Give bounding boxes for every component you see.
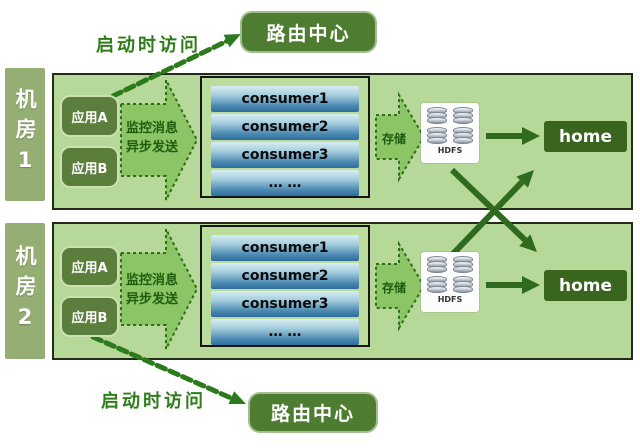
startup-arrow-bottom-head	[228, 391, 246, 404]
consumer-item: consumer3	[211, 142, 359, 168]
monitor-block-arrow-1	[120, 79, 199, 201]
routing-center-top: 路由中心	[240, 11, 377, 53]
startup-arrow-top-head	[223, 34, 241, 48]
room-1-label: 机房1	[5, 68, 45, 201]
room1-hdfs-label: HDFS	[437, 146, 463, 155]
routing-center-bottom: 路由中心	[248, 392, 378, 433]
room2-consumer-list: consumer1 consumer2 consumer3 … …	[200, 225, 370, 347]
consumer-item: consumer1	[211, 86, 359, 112]
cross-arrow-down-head	[519, 234, 537, 252]
storage-block-arrow-1	[375, 91, 426, 183]
cross-arrow-up	[447, 179, 525, 260]
consumer-item: consumer3	[211, 291, 359, 317]
room2-monitor-line1: 监控消息	[125, 273, 178, 288]
consumer-item: … …	[211, 170, 359, 196]
consumer-item: consumer2	[211, 114, 359, 140]
room2-monitor-line2: 异步发送	[125, 292, 178, 307]
consumer-item: consumer1	[211, 235, 359, 261]
startup-arrow-top	[110, 38, 230, 99]
consumer-item: consumer2	[211, 263, 359, 289]
storage-block-arrow-2	[375, 240, 426, 332]
room-2-label: 机房2	[5, 223, 45, 359]
cross-arrow-down	[449, 167, 528, 243]
room1-hdfs-box: HDFS	[421, 103, 479, 163]
room1-monitor-line1: 监控消息	[125, 121, 178, 136]
room2-storage-arrow-label: 存储	[381, 281, 406, 295]
room1-app-a-box: 应用A	[60, 95, 119, 137]
consumer-item: … …	[211, 319, 359, 345]
hdfs-to-home-arrow-2-head	[522, 276, 540, 294]
monitor-block-arrow-2	[120, 228, 199, 350]
room2-monitor-arrow-label: 监控消息 异步发送	[112, 271, 192, 309]
cross-arrow-up-head	[516, 170, 534, 188]
room1-storage-arrow-label: 存储	[381, 132, 406, 146]
startup-access-label-top: 启动时访问	[96, 35, 201, 56]
database-cylinders-icon	[427, 256, 473, 293]
room2-app-a-box: 应用A	[60, 246, 119, 287]
room2-app-b-box: 应用B	[60, 296, 119, 337]
startup-arrow-bottom	[90, 334, 234, 401]
room2-home-box: home	[544, 270, 627, 301]
room1-home-box: home	[544, 121, 627, 152]
room2-hdfs-label: HDFS	[437, 295, 463, 304]
startup-access-label-bottom: 启动时访问	[101, 391, 206, 412]
database-cylinders-icon	[427, 107, 473, 144]
hdfs-to-home-arrow-1-head	[522, 127, 540, 145]
room1-app-b-box: 应用B	[60, 146, 119, 188]
room2-hdfs-box: HDFS	[421, 252, 479, 312]
room1-consumer-list: consumer1 consumer2 consumer3 … …	[200, 76, 370, 198]
room1-monitor-line2: 异步发送	[125, 140, 178, 155]
room1-monitor-arrow-label: 监控消息 异步发送	[112, 119, 192, 157]
